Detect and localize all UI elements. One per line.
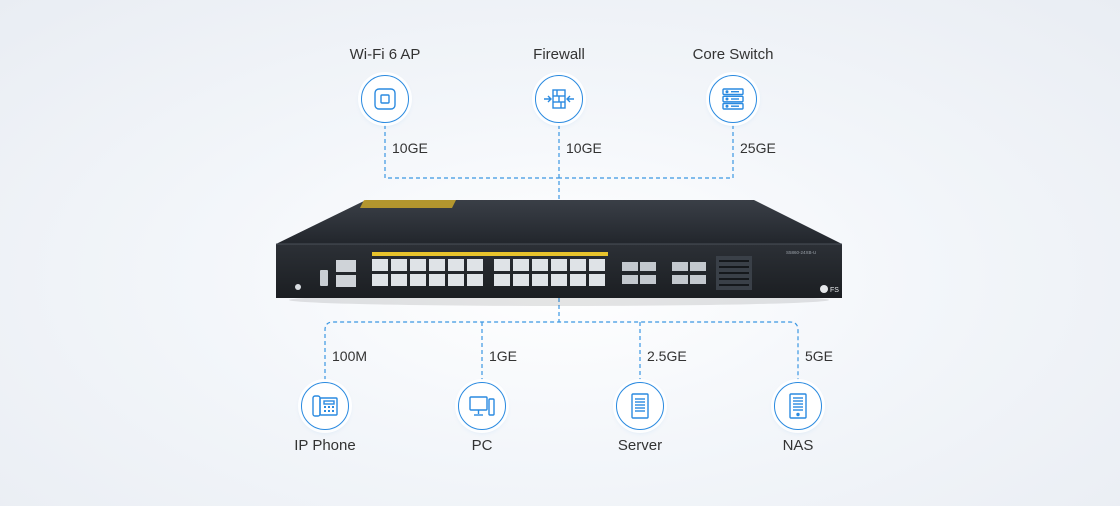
rj45-port (551, 274, 567, 286)
node-server: Server (570, 382, 710, 456)
node-label: NAS (782, 437, 814, 454)
rj45-port (410, 274, 426, 286)
rj45-port (494, 274, 510, 286)
link-speed-firewall: 10GE (566, 140, 602, 156)
rj45-port (513, 259, 529, 271)
core-switch-icon (709, 75, 757, 123)
rj45-port (429, 274, 445, 286)
rj45-port (570, 274, 586, 286)
node-core-switch: Core Switch (663, 45, 803, 123)
rj45-port (589, 274, 605, 286)
rj45-port (391, 274, 407, 286)
node-label: Server (617, 437, 663, 454)
link-speed-nas: 5GE (805, 348, 834, 364)
server-icon (616, 382, 664, 430)
rj45-port (372, 259, 388, 271)
rj45-port (570, 259, 586, 271)
rj45-port (448, 274, 464, 286)
rj45-port (391, 259, 407, 271)
wifi-ap-icon (361, 75, 409, 123)
rj45-port (467, 274, 483, 286)
firewall-icon (535, 75, 583, 123)
node-label: PC (471, 437, 493, 454)
link-speed-core-switch: 25GE (740, 140, 776, 156)
rj45-port (513, 274, 529, 286)
link-speed-wifi-ap: 10GE (392, 140, 428, 156)
link-speed-pc: 1GE (489, 348, 518, 364)
line-core-switch (559, 118, 734, 179)
nas-icon (774, 382, 822, 430)
network-switch: FS S5860-24XB-U (276, 196, 842, 313)
node-label: Wi-Fi 6 AP (349, 46, 421, 63)
node-pc: PC (412, 382, 552, 456)
rj45-port (494, 259, 510, 271)
node-ip-phone: IP Phone (255, 382, 395, 456)
switch-brand-logo: FS (830, 287, 839, 294)
pc-icon (458, 382, 506, 430)
switch-model-label: S5860-24XB-U (786, 250, 816, 255)
rj45-port (429, 259, 445, 271)
link-speed-ip-phone: 100M (332, 348, 368, 364)
rj45-port (551, 259, 567, 271)
switch-chassis: FS S5860-24XB-U (276, 200, 842, 306)
rj45-port (532, 274, 548, 286)
node-nas: NAS (728, 382, 868, 456)
line-wifi-ap (384, 118, 559, 179)
rj45-port (589, 259, 605, 271)
node-label: IP Phone (294, 437, 356, 454)
rj45-port (532, 259, 548, 271)
rj45-port (467, 259, 483, 271)
node-label: Firewall (533, 46, 585, 63)
ip-phone-icon (301, 382, 349, 430)
link-speed-server: 2.5GE (647, 348, 687, 364)
rj45-port (372, 274, 388, 286)
rj45-port (448, 259, 464, 271)
node-label: Core Switch (692, 46, 774, 63)
rj45-port (410, 259, 426, 271)
node-firewall: Firewall (489, 45, 629, 123)
line-ip-phone (324, 321, 799, 380)
node-wifi-ap: Wi-Fi 6 AP (315, 45, 455, 123)
